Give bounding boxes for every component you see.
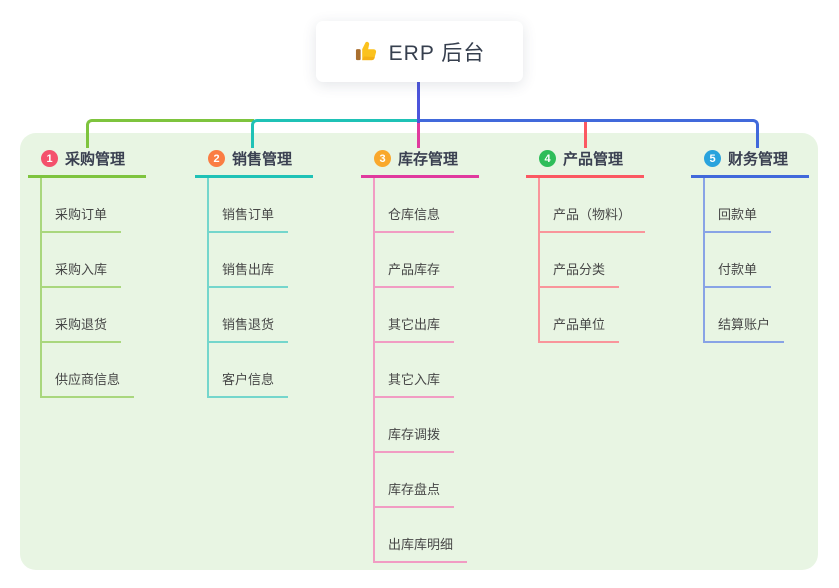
child-cell: 采购订单 [28, 178, 178, 233]
connector-branch-2 [251, 119, 420, 148]
child-node[interactable]: 其它出库 [373, 314, 455, 343]
child-node[interactable]: 采购订单 [40, 204, 122, 233]
branch-label: 产品管理 [563, 151, 624, 168]
branches-panel [20, 133, 818, 570]
child-cell: 付款单 [691, 233, 839, 288]
branch-label: 销售管理 [232, 151, 293, 168]
branch-vline [703, 178, 705, 341]
branch-children-5: 回款单付款单结算账户 [691, 178, 839, 343]
child-node[interactable]: 供应商信息 [40, 369, 135, 398]
connector-branch-3 [417, 120, 420, 148]
branch-badge-1: 1 [41, 150, 58, 167]
child-cell: 回款单 [691, 178, 839, 233]
child-node[interactable]: 结算账户 [703, 314, 785, 343]
connector-root [417, 82, 420, 123]
child-node[interactable]: 采购退货 [40, 314, 122, 343]
connector-branch-1 [86, 119, 254, 148]
child-cell: 销售退货 [195, 288, 345, 343]
branch-badge-2: 2 [208, 150, 225, 167]
root-node[interactable]: ERP 后台 [316, 21, 523, 82]
child-node[interactable]: 回款单 [703, 204, 772, 233]
branch-4: 4 产品管理产品（物料） 产品分类产品单位 [526, 148, 676, 343]
child-node[interactable]: 销售退货 [207, 314, 289, 343]
connector-branch-5 [417, 119, 759, 148]
branch-children-1: 采购订单采购入库采购退货供应商信息 [28, 178, 178, 398]
child-cell: 产品单位 [526, 288, 676, 343]
child-node[interactable]: 库存盘点 [373, 479, 455, 508]
branch-vline [373, 178, 375, 561]
child-node[interactable]: 其它入库 [373, 369, 455, 398]
child-node[interactable]: 采购入库 [40, 259, 122, 288]
branch-3: 3 库存管理仓库信息产品库存其它出库其它入库库存调拨库存盘点出库库明细 [361, 148, 511, 563]
branch-header-3[interactable]: 3 库存管理 [361, 148, 479, 178]
branch-vline [40, 178, 42, 396]
child-cell: 结算账户 [691, 288, 839, 343]
child-cell: 客户信息 [195, 343, 345, 398]
root-title: ERP 后台 [388, 41, 486, 65]
child-node[interactable]: 销售出库 [207, 259, 289, 288]
branch-label: 采购管理 [65, 151, 126, 168]
child-node[interactable]: 产品分类 [538, 259, 620, 288]
child-node[interactable]: 产品库存 [373, 259, 455, 288]
branch-header-1[interactable]: 1 采购管理 [28, 148, 146, 178]
child-cell: 采购退货 [28, 288, 178, 343]
child-node[interactable]: 付款单 [703, 259, 772, 288]
child-cell: 采购入库 [28, 233, 178, 288]
connector-branch-4 [584, 121, 587, 148]
child-cell: 销售出库 [195, 233, 345, 288]
branch-children-4: 产品（物料） 产品分类产品单位 [526, 178, 676, 343]
branch-1: 1 采购管理采购订单采购入库采购退货供应商信息 [28, 148, 178, 398]
branch-header-2[interactable]: 2 销售管理 [195, 148, 313, 178]
thumbs-up-icon [355, 41, 376, 61]
branch-header-4[interactable]: 4 产品管理 [526, 148, 644, 178]
branch-vline [538, 178, 540, 341]
child-node[interactable]: 库存调拨 [373, 424, 455, 453]
child-cell: 库存调拨 [361, 398, 511, 453]
branch-badge-4: 4 [539, 150, 556, 167]
branch-children-3: 仓库信息产品库存其它出库其它入库库存调拨库存盘点出库库明细 [361, 178, 511, 563]
branch-header-5[interactable]: 5 财务管理 [691, 148, 809, 178]
child-cell: 销售订单 [195, 178, 345, 233]
child-cell: 其它出库 [361, 288, 511, 343]
child-cell: 库存盘点 [361, 453, 511, 508]
child-cell: 产品（物料） [526, 178, 676, 233]
branch-children-2: 销售订单销售出库销售退货客户信息 [195, 178, 345, 398]
branch-2: 2 销售管理销售订单销售出库销售退货客户信息 [195, 148, 345, 398]
child-cell: 出库库明细 [361, 508, 511, 563]
child-cell: 产品库存 [361, 233, 511, 288]
child-node[interactable]: 产品（物料） [538, 204, 646, 233]
child-node[interactable]: 产品单位 [538, 314, 620, 343]
child-cell: 产品分类 [526, 233, 676, 288]
branch-vline [207, 178, 209, 396]
branch-badge-5: 5 [704, 150, 721, 167]
child-node[interactable]: 仓库信息 [373, 204, 455, 233]
child-cell: 其它入库 [361, 343, 511, 398]
child-node[interactable]: 销售订单 [207, 204, 289, 233]
child-node[interactable]: 客户信息 [207, 369, 289, 398]
branch-label: 财务管理 [728, 151, 789, 168]
branch-badge-3: 3 [374, 150, 391, 167]
branch-label: 库存管理 [398, 151, 459, 168]
child-node[interactable]: 出库库明细 [373, 534, 468, 563]
branch-5: 5 财务管理回款单付款单结算账户 [691, 148, 839, 343]
child-cell: 仓库信息 [361, 178, 511, 233]
child-cell: 供应商信息 [28, 343, 178, 398]
